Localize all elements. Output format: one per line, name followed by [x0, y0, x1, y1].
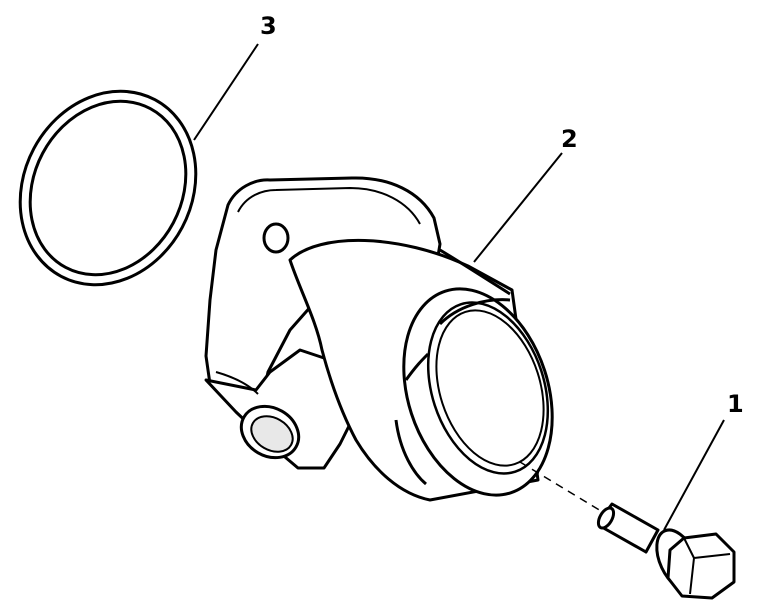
callout-1: 1: [727, 390, 744, 418]
o-ring: [18, 89, 198, 287]
housing-side-port-inner: [250, 415, 294, 453]
o-ring-inner: [28, 99, 188, 277]
leader-line-3: [193, 43, 259, 141]
housing-bolt-hole: [262, 222, 290, 254]
o-ring-outer: [18, 89, 198, 287]
callout-2: 2: [561, 125, 578, 153]
housing-groove-top: [438, 298, 511, 326]
leader-line-2: [473, 152, 563, 263]
housing: [204, 176, 554, 502]
housing-flange-lower: [215, 371, 259, 395]
housing-pipe-top: [439, 248, 511, 296]
leader-lines: [193, 43, 725, 531]
housing-outlet-bore: [435, 309, 545, 467]
housing-groove-mid: [404, 352, 430, 381]
housing-flange-edge: [237, 187, 421, 225]
bolt-hex-head: [666, 532, 736, 600]
bolt-hex-edges: [683, 537, 731, 595]
bolt: [596, 502, 736, 600]
bolt-shank-tip: [596, 506, 616, 530]
housing-groove-low: [394, 419, 427, 486]
callout-3: 3: [260, 12, 277, 40]
leader-line-1: [663, 419, 725, 531]
alignment-dashed-line: [519, 461, 607, 515]
